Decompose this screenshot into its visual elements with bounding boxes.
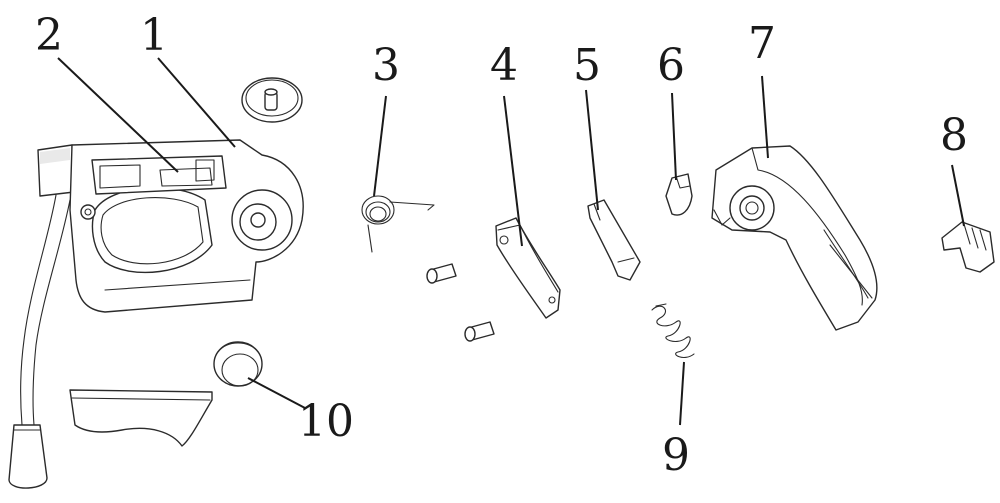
part-5-slider [587, 199, 641, 281]
label-1: 1 [140, 10, 168, 61]
leader-line-8 [951, 164, 965, 227]
leader-line-2 [57, 57, 179, 173]
label-4: 4 [490, 40, 518, 91]
leader-line-1 [157, 57, 236, 148]
part-10-button [213, 341, 263, 387]
pin-lower [464, 321, 495, 342]
label-3: 3 [372, 40, 400, 91]
part-1-housing [8, 139, 304, 489]
label-7: 7 [748, 18, 776, 69]
label-10: 10 [298, 396, 354, 447]
part-4-link [495, 217, 561, 319]
leader-line-6 [671, 92, 677, 181]
cap-knob [241, 77, 303, 123]
part-3-torsion-spring [361, 195, 435, 253]
leader-line-9 [679, 361, 685, 426]
label-2: 2 [35, 10, 63, 61]
part-8-comb-clip [941, 221, 995, 273]
bottom-cover-plate [69, 389, 213, 447]
part-7-lever [711, 145, 878, 331]
label-8: 8 [940, 110, 968, 161]
part-6-pawl [665, 173, 693, 216]
leader-line-5 [585, 89, 599, 211]
leader-line-7 [761, 75, 769, 159]
leader-line-3 [373, 95, 387, 197]
leader-line-4 [503, 95, 523, 247]
leader-line-10 [247, 377, 306, 409]
pin-upper [426, 263, 457, 284]
label-9: 9 [662, 430, 690, 481]
label-5: 5 [573, 40, 601, 91]
label-6: 6 [657, 40, 685, 91]
part-9-compression-spring [651, 303, 695, 358]
